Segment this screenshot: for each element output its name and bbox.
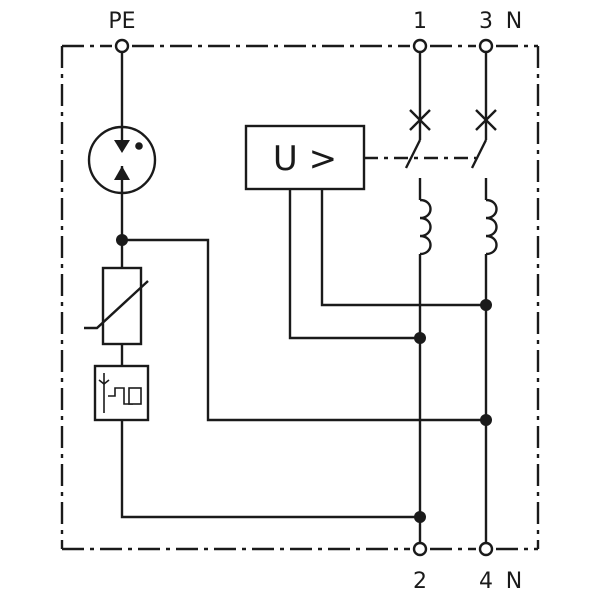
junction-node (414, 332, 426, 344)
thermal-disconnector-icon (93, 364, 150, 422)
terminal-label-2: 2 (413, 569, 427, 594)
spark-gap-icon (87, 125, 157, 195)
terminal-label-n-bottom: N (506, 569, 522, 594)
junction-node (480, 299, 492, 311)
varistor-icon (84, 240, 149, 366)
undervoltage-relay: U > (244, 124, 366, 191)
relay-label: U > (273, 139, 337, 179)
terminal-label-pe: PE (108, 9, 135, 34)
device-enclosure (60, 44, 540, 551)
pole-l (404, 52, 432, 543)
terminal-3 (478, 38, 494, 54)
thermal-link-wire (120, 420, 420, 519)
terminal-label-1: 1 (413, 9, 427, 34)
pole-n (470, 52, 498, 543)
spark-gap-link-wire (122, 238, 486, 422)
relay-sense-wire-n (320, 189, 486, 307)
terminal-label-n-top: N (506, 9, 522, 34)
terminal-label-4: 4 (479, 569, 493, 594)
terminal-4 (478, 541, 494, 557)
terminal-pe (114, 38, 130, 54)
terminal-1 (412, 38, 428, 54)
terminal-label-3: 3 (479, 9, 493, 34)
relay-sense-wire-l (288, 189, 420, 340)
junction-node (414, 511, 426, 523)
terminal-2 (412, 541, 428, 557)
junction-node (480, 414, 492, 426)
